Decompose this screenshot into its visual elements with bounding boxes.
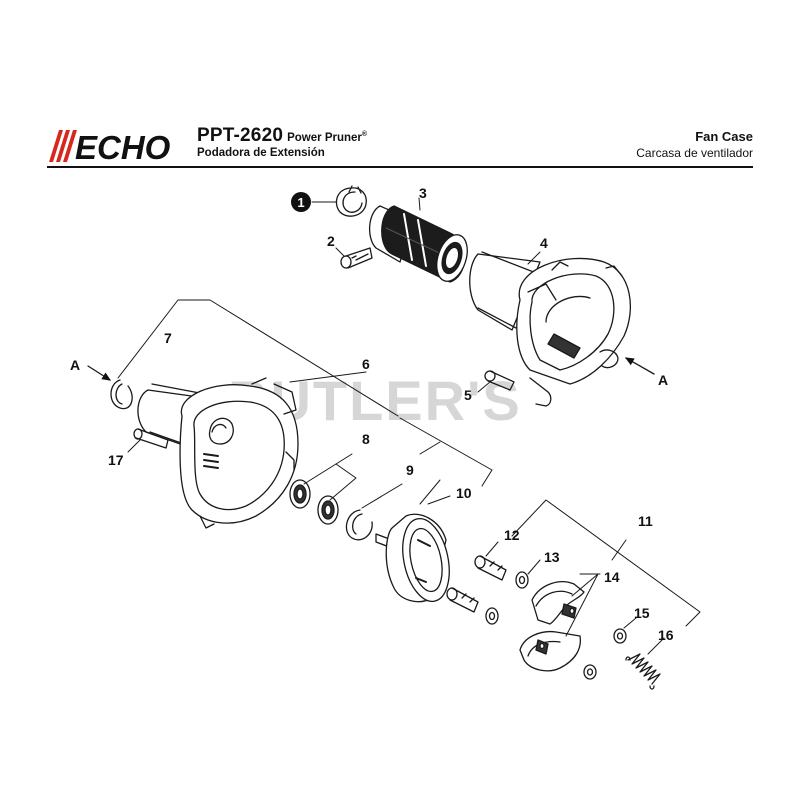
section-title-es: Carcasa de ventilador xyxy=(636,146,753,160)
part-14-clutch-shoe xyxy=(519,581,585,672)
callout-12: 12 xyxy=(504,527,520,543)
callout-15: 15 xyxy=(634,605,650,621)
model-name-text: Power Pruner xyxy=(287,132,362,144)
section-title-block: Fan Case Carcasa de ventilador xyxy=(636,129,753,160)
model-number: PPT-2620 xyxy=(197,125,284,146)
callout-1: 1 xyxy=(297,195,304,210)
echo-logo: ECHO xyxy=(49,129,171,164)
callout-10: 10 xyxy=(456,485,472,501)
part-12-shoulder-bolt xyxy=(446,555,507,613)
callout-4: 4 xyxy=(540,235,548,251)
brand-text: ECHO xyxy=(75,129,171,164)
part-7-retaining-ring xyxy=(110,379,133,410)
part-2-bolt xyxy=(340,247,373,269)
part-9-snap-ring xyxy=(345,509,373,541)
part-10-clutch-drum xyxy=(375,513,450,603)
part-1-circlip xyxy=(335,185,367,217)
callout-1-circle xyxy=(291,192,311,212)
ref-a-left: A xyxy=(70,357,80,373)
part-17-screw xyxy=(133,428,169,449)
part-4-fan-case xyxy=(469,251,631,407)
callout-6: 6 xyxy=(362,356,370,372)
model-name: Power Pruner® xyxy=(287,131,368,144)
callout-11: 11 xyxy=(638,513,653,529)
callout-14: 14 xyxy=(604,569,620,585)
model-name-es: Podadora de Extensión xyxy=(197,147,325,159)
part-3-coupling-sleeve xyxy=(369,205,468,283)
callout-3: 3 xyxy=(419,185,427,201)
callout-13: 13 xyxy=(544,549,560,565)
ref-arrow-right xyxy=(624,357,655,375)
callout-8: 8 xyxy=(362,431,370,447)
callout-9: 9 xyxy=(406,462,414,478)
callout-7: 7 xyxy=(164,330,172,346)
leader-lines xyxy=(117,197,701,655)
part-13-washer xyxy=(485,571,529,625)
callout-16: 16 xyxy=(658,627,674,643)
header-rule xyxy=(47,166,753,168)
callout-17: 17 xyxy=(108,452,124,468)
callout-5: 5 xyxy=(464,387,472,403)
part-5-bolt xyxy=(484,370,515,391)
registered-mark: ® xyxy=(361,131,368,139)
part-6-housing xyxy=(137,377,299,529)
part-8-bearing xyxy=(289,479,339,525)
section-title: Fan Case xyxy=(695,129,753,144)
ref-a-right: A xyxy=(658,372,668,388)
part-15-washer xyxy=(583,628,627,680)
part-16-spring xyxy=(625,653,661,690)
ref-arrow-left xyxy=(87,365,112,381)
callout-2: 2 xyxy=(327,233,335,249)
